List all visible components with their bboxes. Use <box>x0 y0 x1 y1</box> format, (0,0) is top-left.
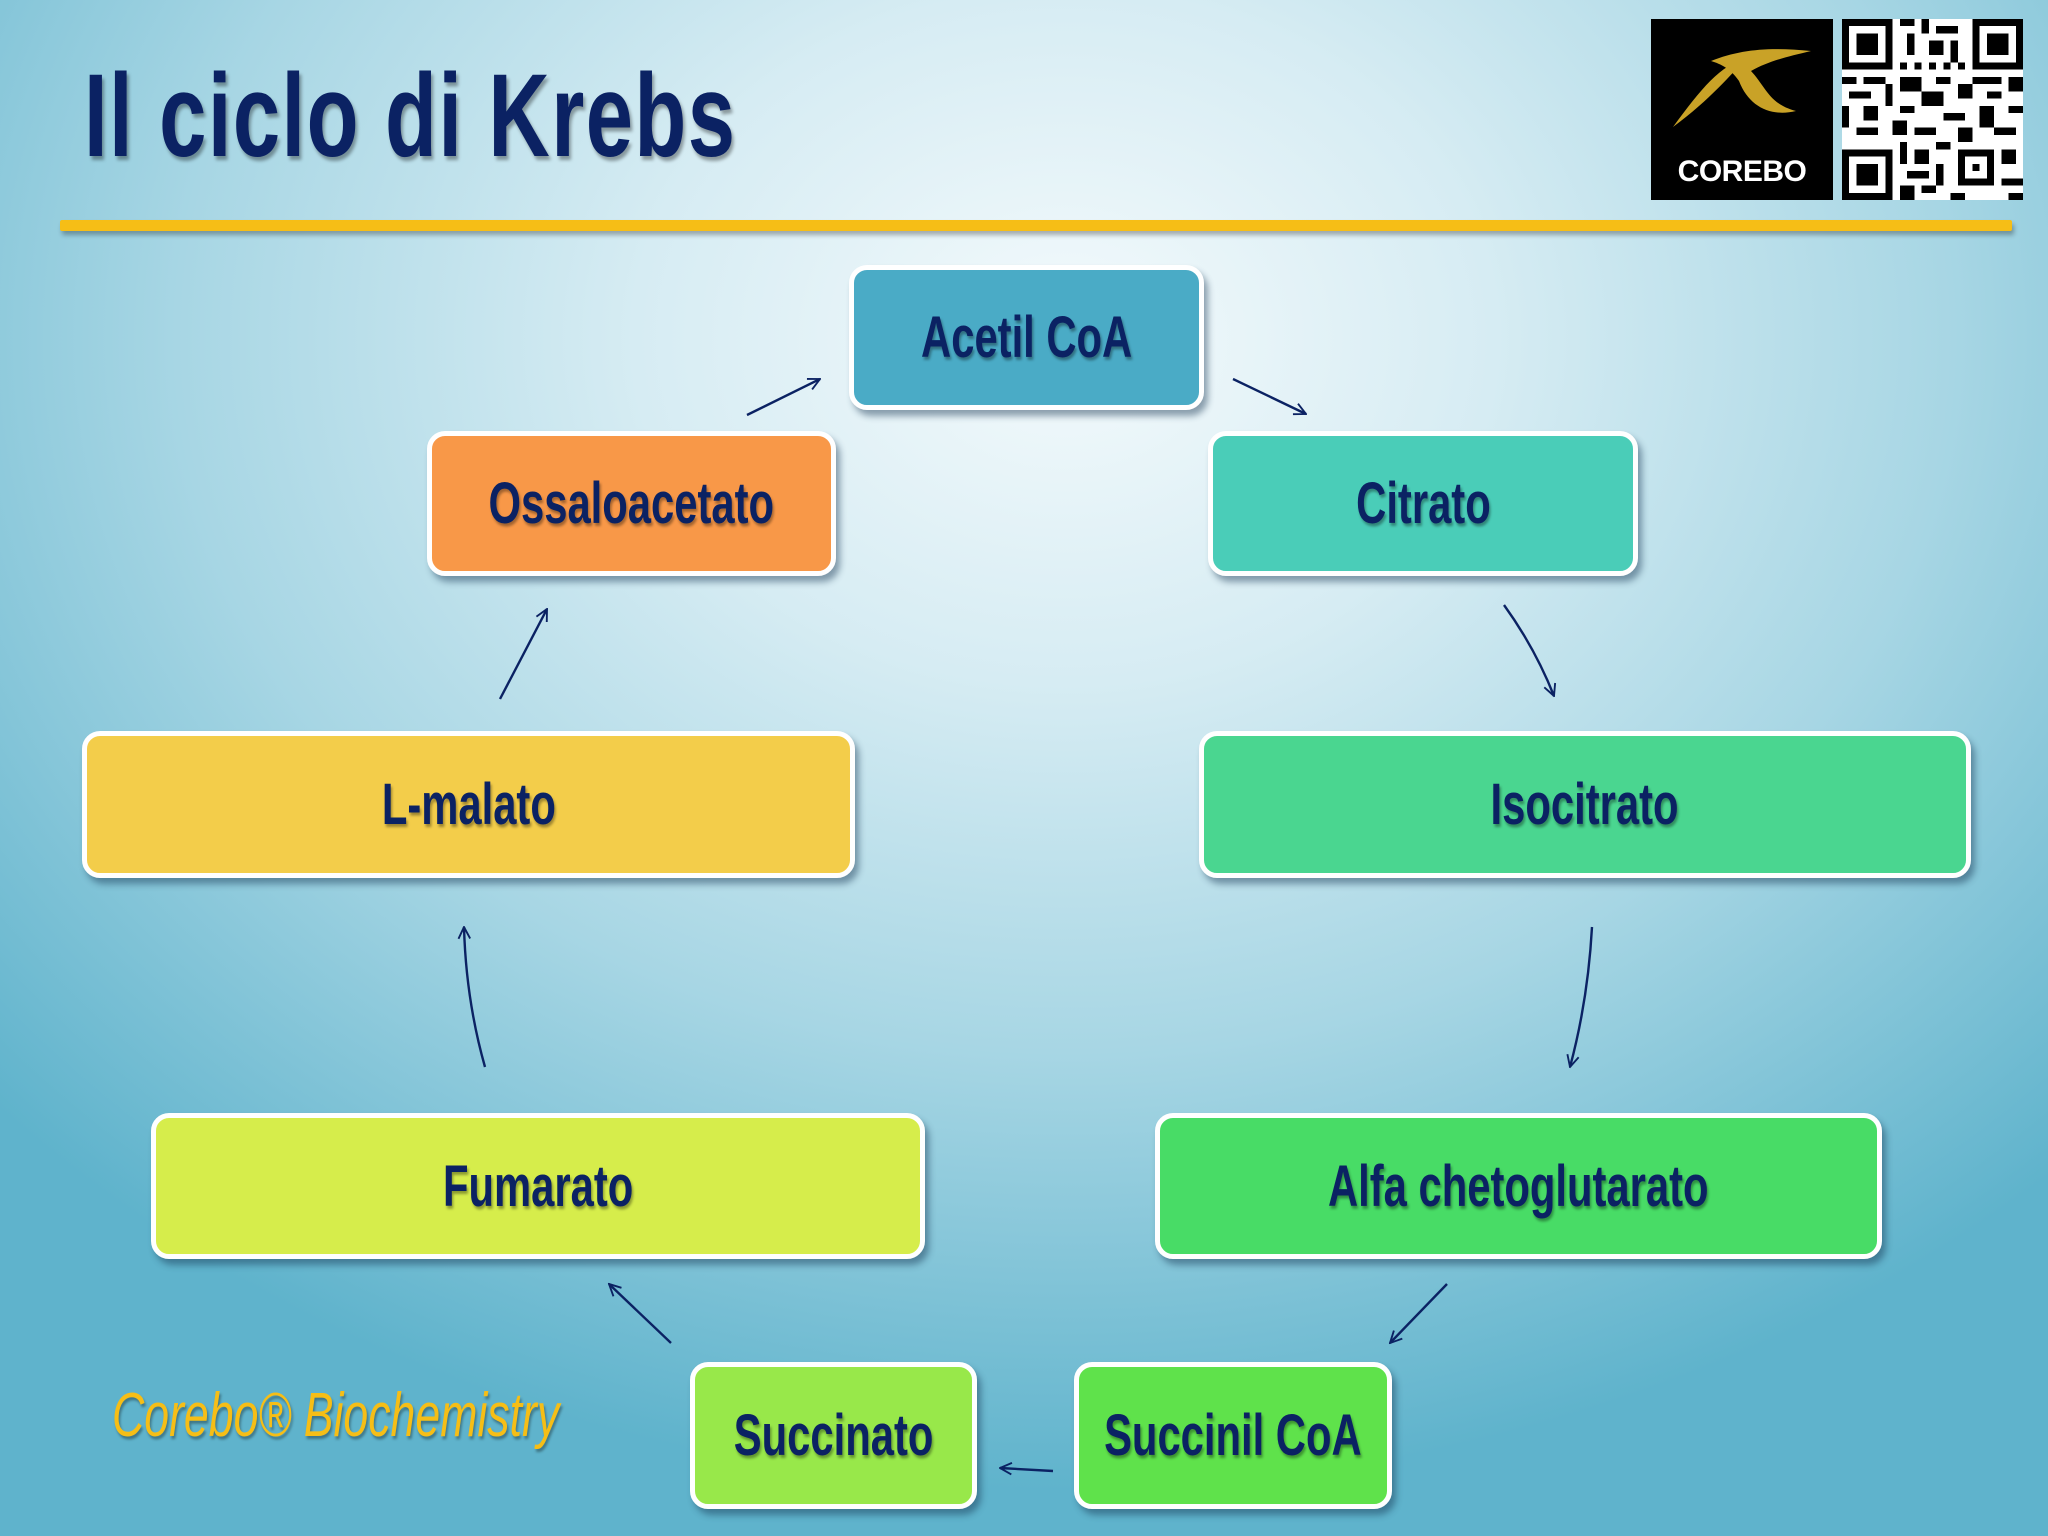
node-isocitrato: Isocitrato <box>1199 731 1971 878</box>
arrow-l-malato-to-ossaloacetato <box>498 609 549 700</box>
node-label: Citrato <box>1355 471 1491 536</box>
node-succinil-coa: Succinil CoA <box>1074 1362 1392 1509</box>
node-label: Ossaloacetato <box>488 471 775 536</box>
node-label: Isocitrato <box>1491 772 1679 837</box>
node-label: Fumarato <box>442 1153 634 1219</box>
corebo-logo: COREBO <box>1651 19 1833 200</box>
node-label: Acetil CoA <box>920 305 1133 370</box>
corebo-brand-text: COREBO <box>1677 155 1807 188</box>
footer-brand: Corebo® Biochemistry <box>112 1381 560 1450</box>
node-fumarato: Fumarato <box>151 1113 925 1259</box>
node-succinato: Succinato <box>690 1362 977 1509</box>
qr-code <box>1842 19 2023 200</box>
arrow-alfa-chetoglutarato-to-succinil-coa <box>1390 1283 1448 1343</box>
arrow-ossaloacetato-to-acetil-coa <box>746 377 820 417</box>
node-citrato: Citrato <box>1208 431 1638 576</box>
arrow-acetil-coa-to-citrato <box>1232 377 1306 414</box>
node-ossaloacetato: Ossaloacetato <box>427 431 836 576</box>
title-underline <box>60 220 2012 231</box>
arrow-citrato-to-isocitrato <box>1503 604 1554 696</box>
arrow-isocitrato-to-alfa-chetoglutarato <box>1570 926 1594 1067</box>
corebo-swoosh-icon <box>1673 49 1811 127</box>
arrow-fumarato-to-l-malato <box>464 927 487 1068</box>
page-title: Il ciclo di Krebs <box>84 50 737 182</box>
arrow-succinil-coa-to-succinato <box>1000 1468 1054 1471</box>
node-label: Alfa chetoglutarato <box>1328 1153 1709 1219</box>
arrow-succinato-to-fumarato <box>609 1284 672 1344</box>
node-acetil-coa: Acetil CoA <box>849 265 1204 410</box>
node-l-malato: L-malato <box>82 731 855 878</box>
node-label: Succinato <box>733 1403 934 1468</box>
node-alfa-chetoglutarato: Alfa chetoglutarato <box>1155 1113 1882 1259</box>
node-label: Succinil CoA <box>1104 1403 1362 1468</box>
node-label: L-malato <box>381 772 556 837</box>
